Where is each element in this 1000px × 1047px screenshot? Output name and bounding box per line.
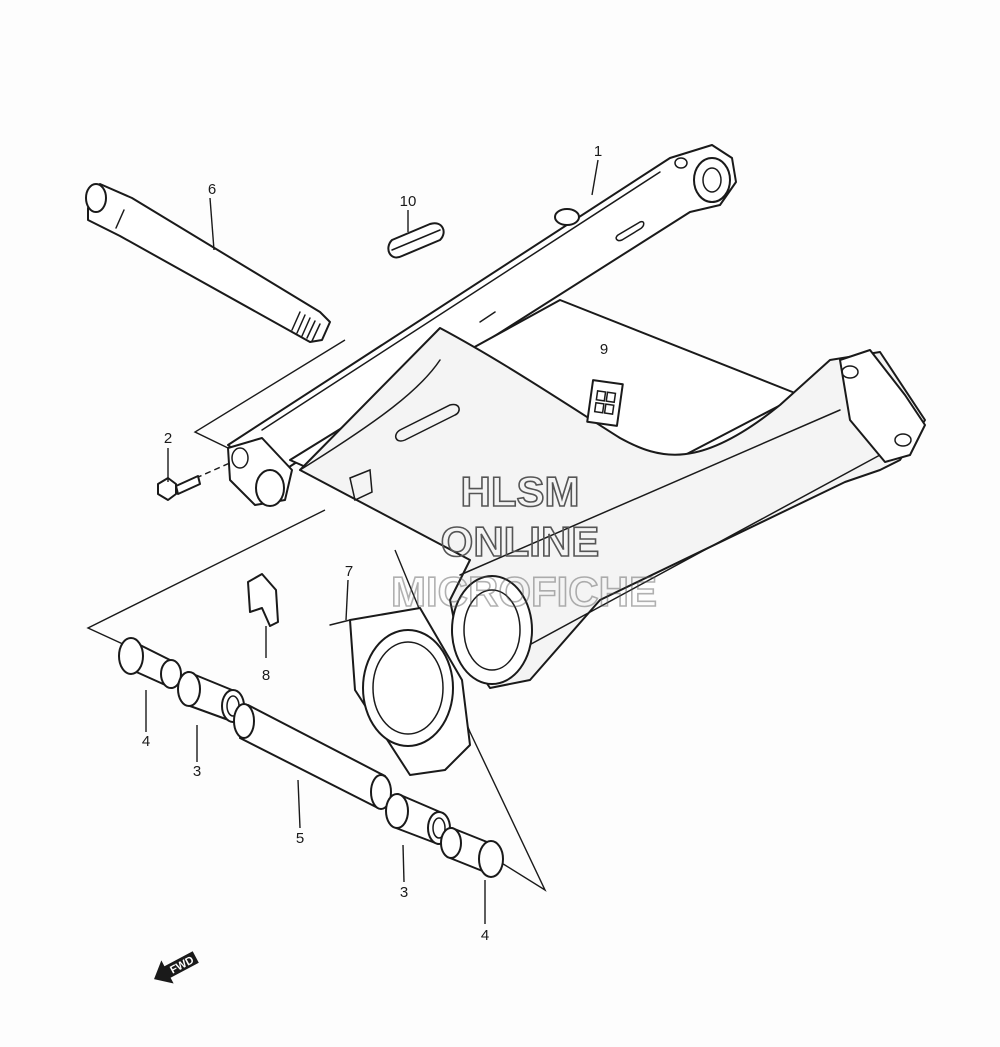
callout-4-left: 4 [142,733,150,750]
callout-4-right: 4 [481,927,489,944]
callout-leaders [145,159,599,924]
watermark-line-2: ONLINE [441,518,600,565]
callout-6: 6 [208,181,216,198]
fwd-label: FWD [168,954,196,976]
watermark-line-3: MICROFICHE [391,568,657,615]
bolt-2 [157,475,201,501]
bearing-3-left [177,671,245,723]
fwd-arrow-icon: FWD [154,951,199,984]
swingarm-body [227,144,926,689]
clip-8 [247,573,279,627]
pivot-shaft-6 [85,183,331,343]
callout-1: 1 [594,143,602,160]
collar-4-right [440,827,504,878]
spacer-5 [233,703,392,810]
callout-3-left: 3 [193,763,201,780]
chain-case-7 [329,607,471,776]
watermark-line-1: HLSM [461,468,580,515]
callout-5: 5 [296,830,304,847]
watermark: HLSM ONLINE MICROFICHE [390,467,658,616]
chain-label-9 [586,379,624,427]
callout-3-right: 3 [400,884,408,901]
callout-8: 8 [262,667,270,684]
bearing-3-right [385,793,451,845]
callout-7: 7 [345,563,353,580]
cap-10 [387,222,445,259]
callout-10: 10 [400,193,417,210]
callout-9: 9 [600,341,608,358]
callout-numbers: 1 10 9 6 2 7 8 4 3 5 3 4 [142,143,608,944]
callout-2: 2 [164,430,172,447]
collar-4-left [118,637,182,689]
